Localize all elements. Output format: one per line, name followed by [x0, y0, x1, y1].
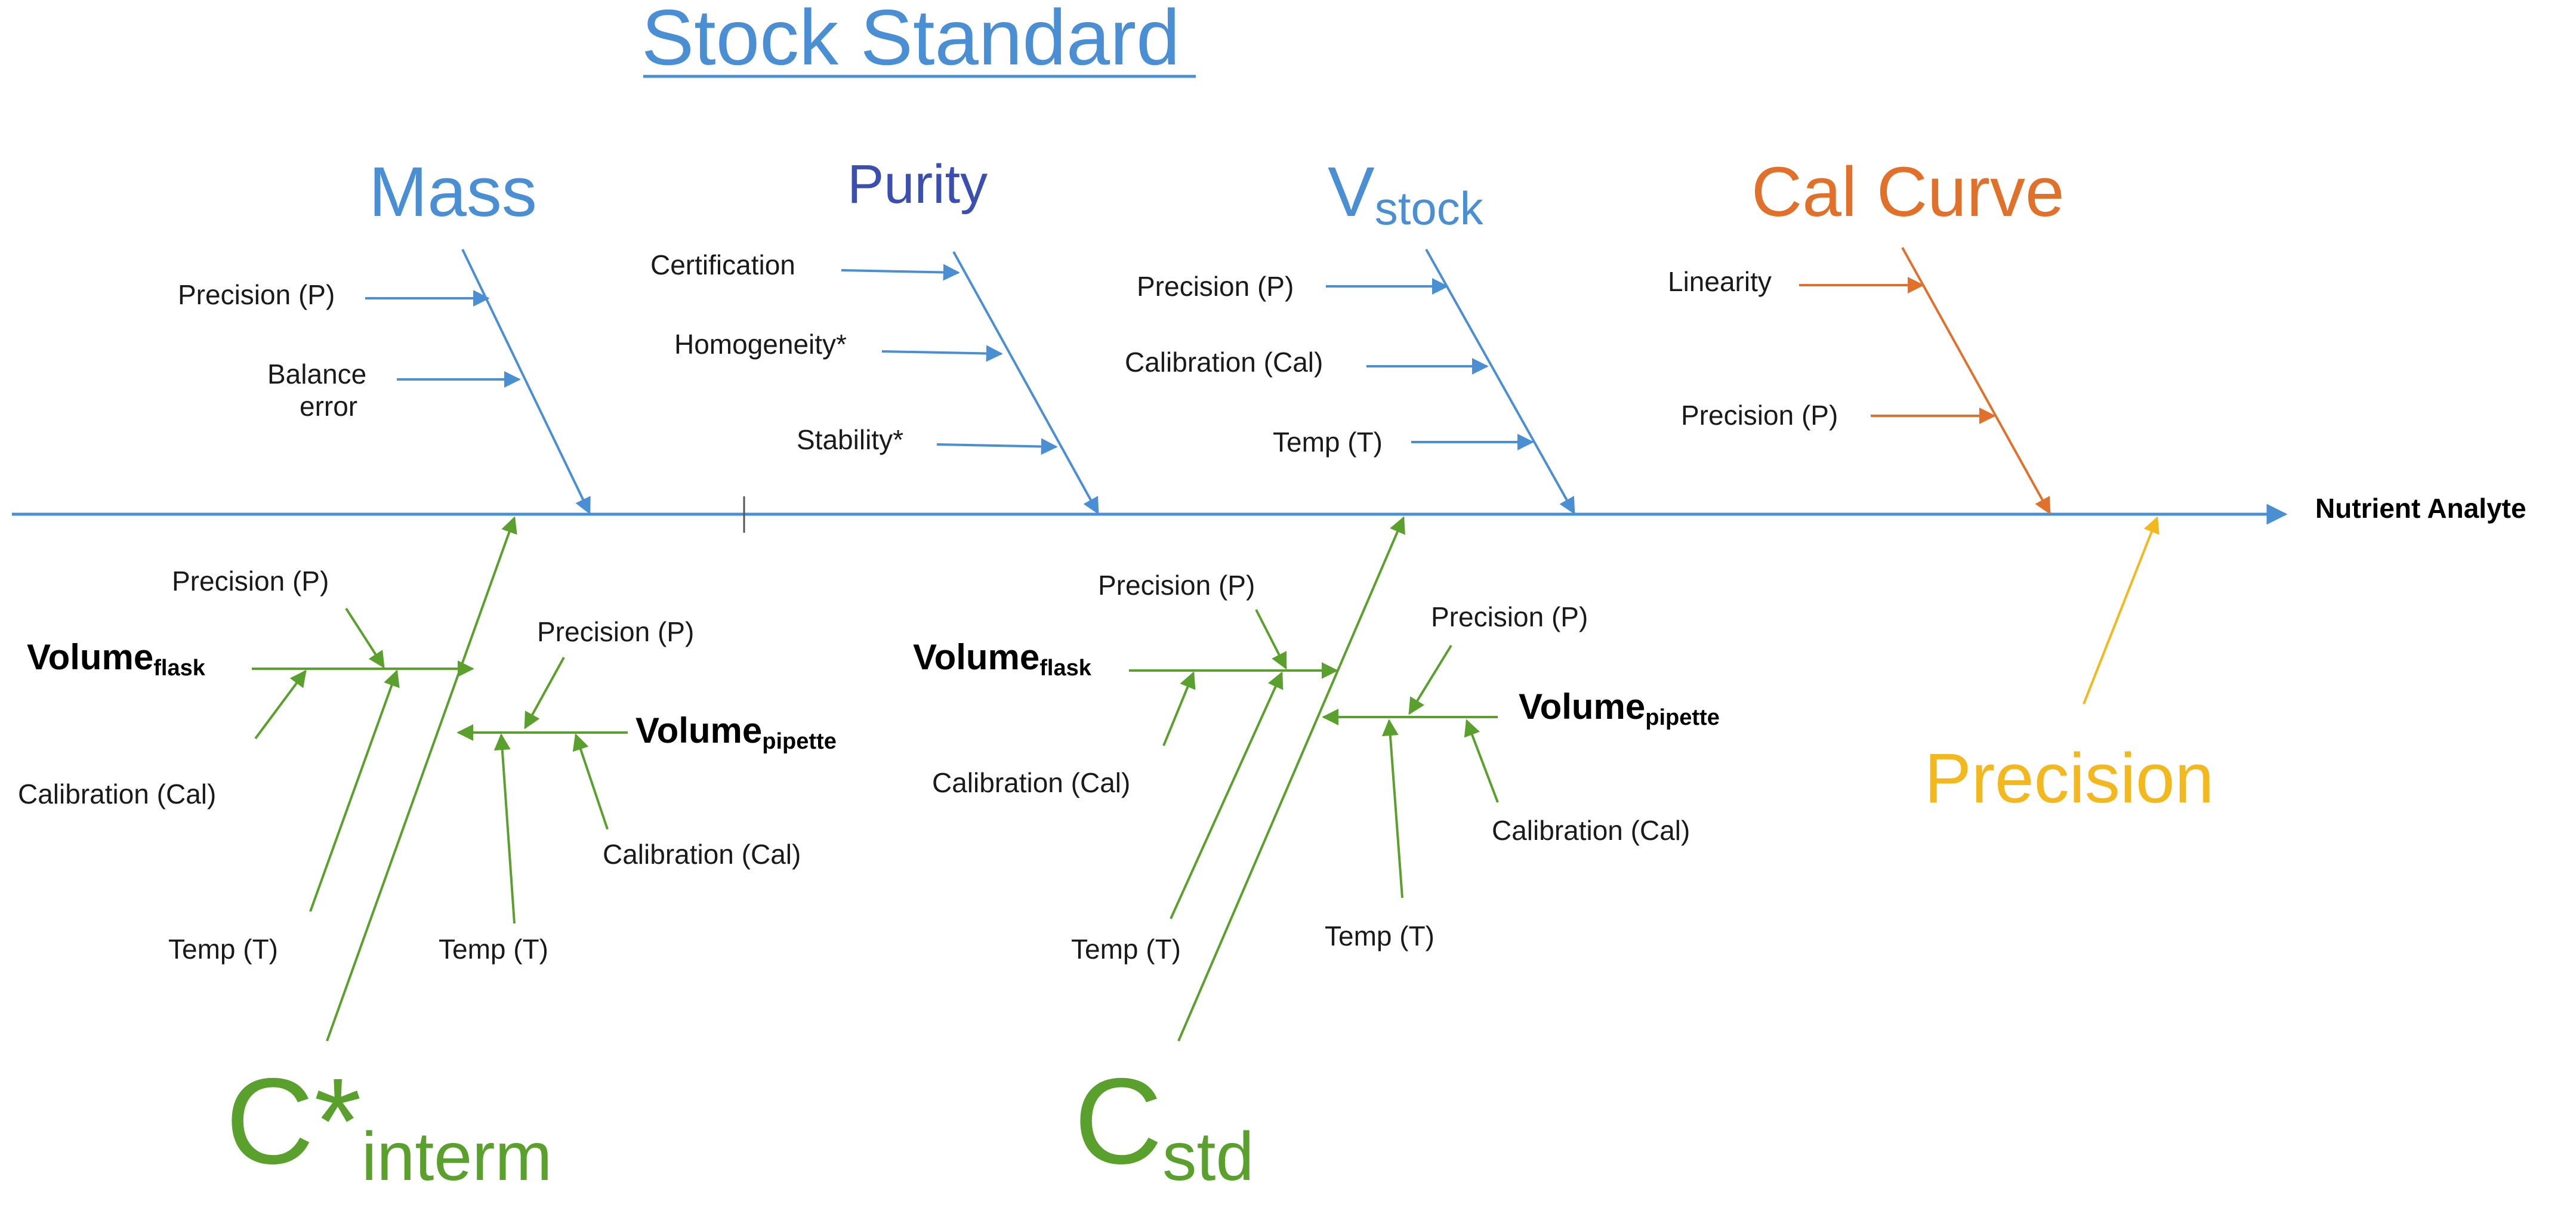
mass-bone: [461, 249, 591, 515]
c-std-flask-main: Volume: [913, 637, 1039, 677]
purity-cause-certification: Certification: [650, 249, 795, 280]
purity-arrow-homogeneity: [881, 345, 1003, 362]
mass-cause-precision: Precision (P): [178, 279, 335, 310]
c-std-main: C: [1074, 1053, 1162, 1190]
c-interm-main: C*: [226, 1053, 362, 1190]
c-std-flask-arrow-temp: [1170, 671, 1284, 919]
c-std-pipette-arrow-calibration: [1464, 719, 1499, 803]
purity-cause-stability: Stability*: [797, 424, 903, 455]
vstock-bone: [1425, 249, 1575, 515]
vstock-cause-calibration: Calibration (Cal): [1125, 347, 1323, 378]
c-interm-flask-cause-temp: Temp (T): [168, 934, 278, 965]
c-interm-flask-arrow-calibration: [254, 669, 307, 740]
c-interm-pipette-arrow-temp: [493, 733, 516, 924]
category-c-interm-label: C*interm: [226, 1053, 552, 1195]
category-purity-label: Purity: [847, 154, 988, 215]
c-interm-pipette-subscript: pipette: [762, 729, 837, 754]
c-interm-pipette-cause-temp: Temp (T): [439, 934, 548, 965]
precision-bone: [2083, 516, 2159, 705]
purity-bone: [952, 251, 1099, 515]
c-interm-pipette-arrow-precision: [524, 657, 565, 730]
purity-arrow-stability: [936, 438, 1058, 455]
c-interm-flask-cause-precision: Precision (P): [172, 566, 329, 597]
c-std-flask-cause-calibration: Calibration (Cal): [932, 767, 1130, 798]
category-precision-label: Precision: [1924, 739, 2214, 818]
c-std-volume-pipette-label: Volumepipette: [1519, 687, 1720, 730]
vstock-main: V: [1328, 153, 1375, 231]
cal-curve-cause-linearity: Linearity: [1668, 266, 1772, 297]
c-interm-flask-subscript: flask: [153, 656, 205, 681]
mass-cause-error: error: [300, 391, 357, 422]
c-interm-flask-cause-calibration: Calibration (Cal): [18, 778, 216, 810]
vstock-cause-precision: Precision (P): [1137, 271, 1294, 302]
category-cal-curve-label: Cal Curve: [1751, 153, 2065, 231]
c-interm-subscript: interm: [362, 1119, 553, 1195]
c-std-pipette-cause-calibration: Calibration (Cal): [1492, 815, 1690, 846]
c-interm-pipette-cause-calibration: Calibration (Cal): [603, 839, 801, 870]
c-std-pipette-main: Volume: [1519, 687, 1645, 727]
cal-curve-cause-precision: Precision (P): [1681, 400, 1838, 431]
c-std-pipette-cause-temp: Temp (T): [1325, 920, 1434, 951]
c-std-flask-subscript: flask: [1039, 656, 1091, 681]
c-std-pipette-arrow-precision: [1408, 644, 1452, 715]
c-std-volume-flask-label: Volumeflask: [913, 637, 1092, 681]
c-std-subscript: std: [1162, 1119, 1254, 1195]
c-interm-pipette-cause-precision: Precision (P): [537, 616, 694, 647]
purity-cause-homogeneity: Homogeneity*: [674, 329, 847, 360]
vstock-cause-temp: Temp (T): [1273, 427, 1383, 458]
c-std-bone: [1177, 516, 1405, 1042]
c-std-flask-arrow-precision: [1255, 609, 1287, 670]
c-std-flask-arrow-calibration: [1162, 671, 1196, 746]
vstock-subscript: stock: [1375, 182, 1484, 234]
c-std-pipette-cause-precision: Precision (P): [1431, 601, 1588, 632]
c-std-flask-cause-temp: Temp (T): [1071, 934, 1181, 965]
c-interm-flask-main: Volume: [27, 637, 153, 677]
c-std-flask-cause-precision: Precision (P): [1098, 570, 1255, 601]
c-std-pipette-subscript: pipette: [1645, 705, 1720, 730]
purity-arrow-certification: [841, 264, 960, 281]
cal-curve-bone: [1901, 247, 2051, 515]
c-interm-pipette-arrow-calibration: [572, 733, 609, 830]
effect-label: Nutrient Analyte: [2315, 493, 2526, 524]
c-interm-flask-arrow-temp: [309, 669, 400, 912]
c-interm-flask-arrow-precision: [345, 607, 385, 669]
c-interm-volume-pipette-label: Volumepipette: [635, 710, 837, 754]
category-c-std-label: Cstd: [1074, 1053, 1254, 1195]
category-vstock-label: Vstock: [1328, 153, 1484, 234]
c-interm-bone: [326, 516, 517, 1042]
category-mass-label: Mass: [369, 153, 537, 231]
diagram-title[interactable]: Stock Standard: [641, 0, 1180, 81]
c-std-pipette-arrow-temp: [1381, 719, 1403, 898]
c-interm-volume-flask-label: Volumeflask: [27, 637, 206, 681]
c-interm-pipette-main: Volume: [635, 710, 762, 750]
mass-cause-balance: Balance: [267, 359, 366, 390]
